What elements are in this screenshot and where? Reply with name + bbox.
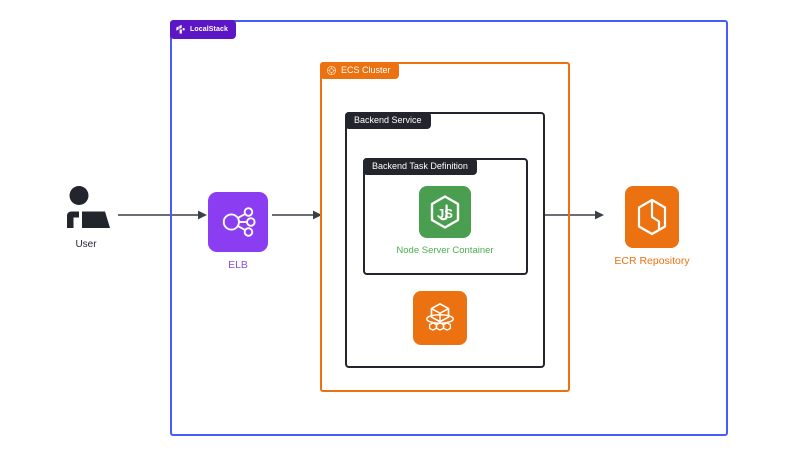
node-node-server-container[interactable]: JS Node Server Container [395, 186, 495, 256]
user-with-laptop-icon [60, 186, 112, 232]
task-definition-badge: Backend Task Definition [363, 158, 477, 175]
task-definition-boundary-box: Backend Task Definition [363, 158, 528, 275]
arrow-user-to-elb [118, 209, 208, 221]
node-user[interactable]: User [44, 186, 128, 250]
elb-load-balancer-icon [208, 192, 268, 252]
node-ecr-repository[interactable]: ECR Repository [602, 186, 702, 267]
node-elb[interactable]: ELB [206, 192, 270, 271]
task-definition-badge-label: Backend Task Definition [372, 161, 468, 171]
localstack-boundary-box: LocalStack [170, 20, 728, 436]
svg-text:JS: JS [437, 206, 453, 221]
ecs-cluster-badge-label: ECS Cluster [341, 65, 391, 75]
node-ecr-repository-label: ECR Repository [614, 255, 690, 267]
localstack-badge: LocalStack [170, 20, 236, 39]
ecs-cluster-icon [326, 65, 337, 76]
arrow-elb-to-ecs-cluster [272, 209, 322, 221]
node-ecs-task-container[interactable] [411, 291, 469, 345]
ecs-task-container-icon [413, 291, 467, 345]
node-node-server-container-label: Node Server Container [396, 245, 494, 256]
backend-service-badge: Backend Service [345, 112, 431, 129]
nodejs-icon: JS [419, 186, 471, 238]
backend-service-boundary-box: Backend Service [345, 112, 545, 368]
localstack-badge-label: LocalStack [190, 26, 228, 33]
ecs-cluster-boundary-box: ECS Cluster [320, 62, 570, 392]
ecs-cluster-badge: ECS Cluster [320, 62, 399, 79]
localstack-logo-icon [175, 24, 186, 35]
ecr-repository-icon [625, 186, 679, 248]
node-user-label: User [75, 239, 97, 250]
node-elb-label: ELB [228, 259, 248, 271]
backend-service-badge-label: Backend Service [354, 115, 422, 125]
